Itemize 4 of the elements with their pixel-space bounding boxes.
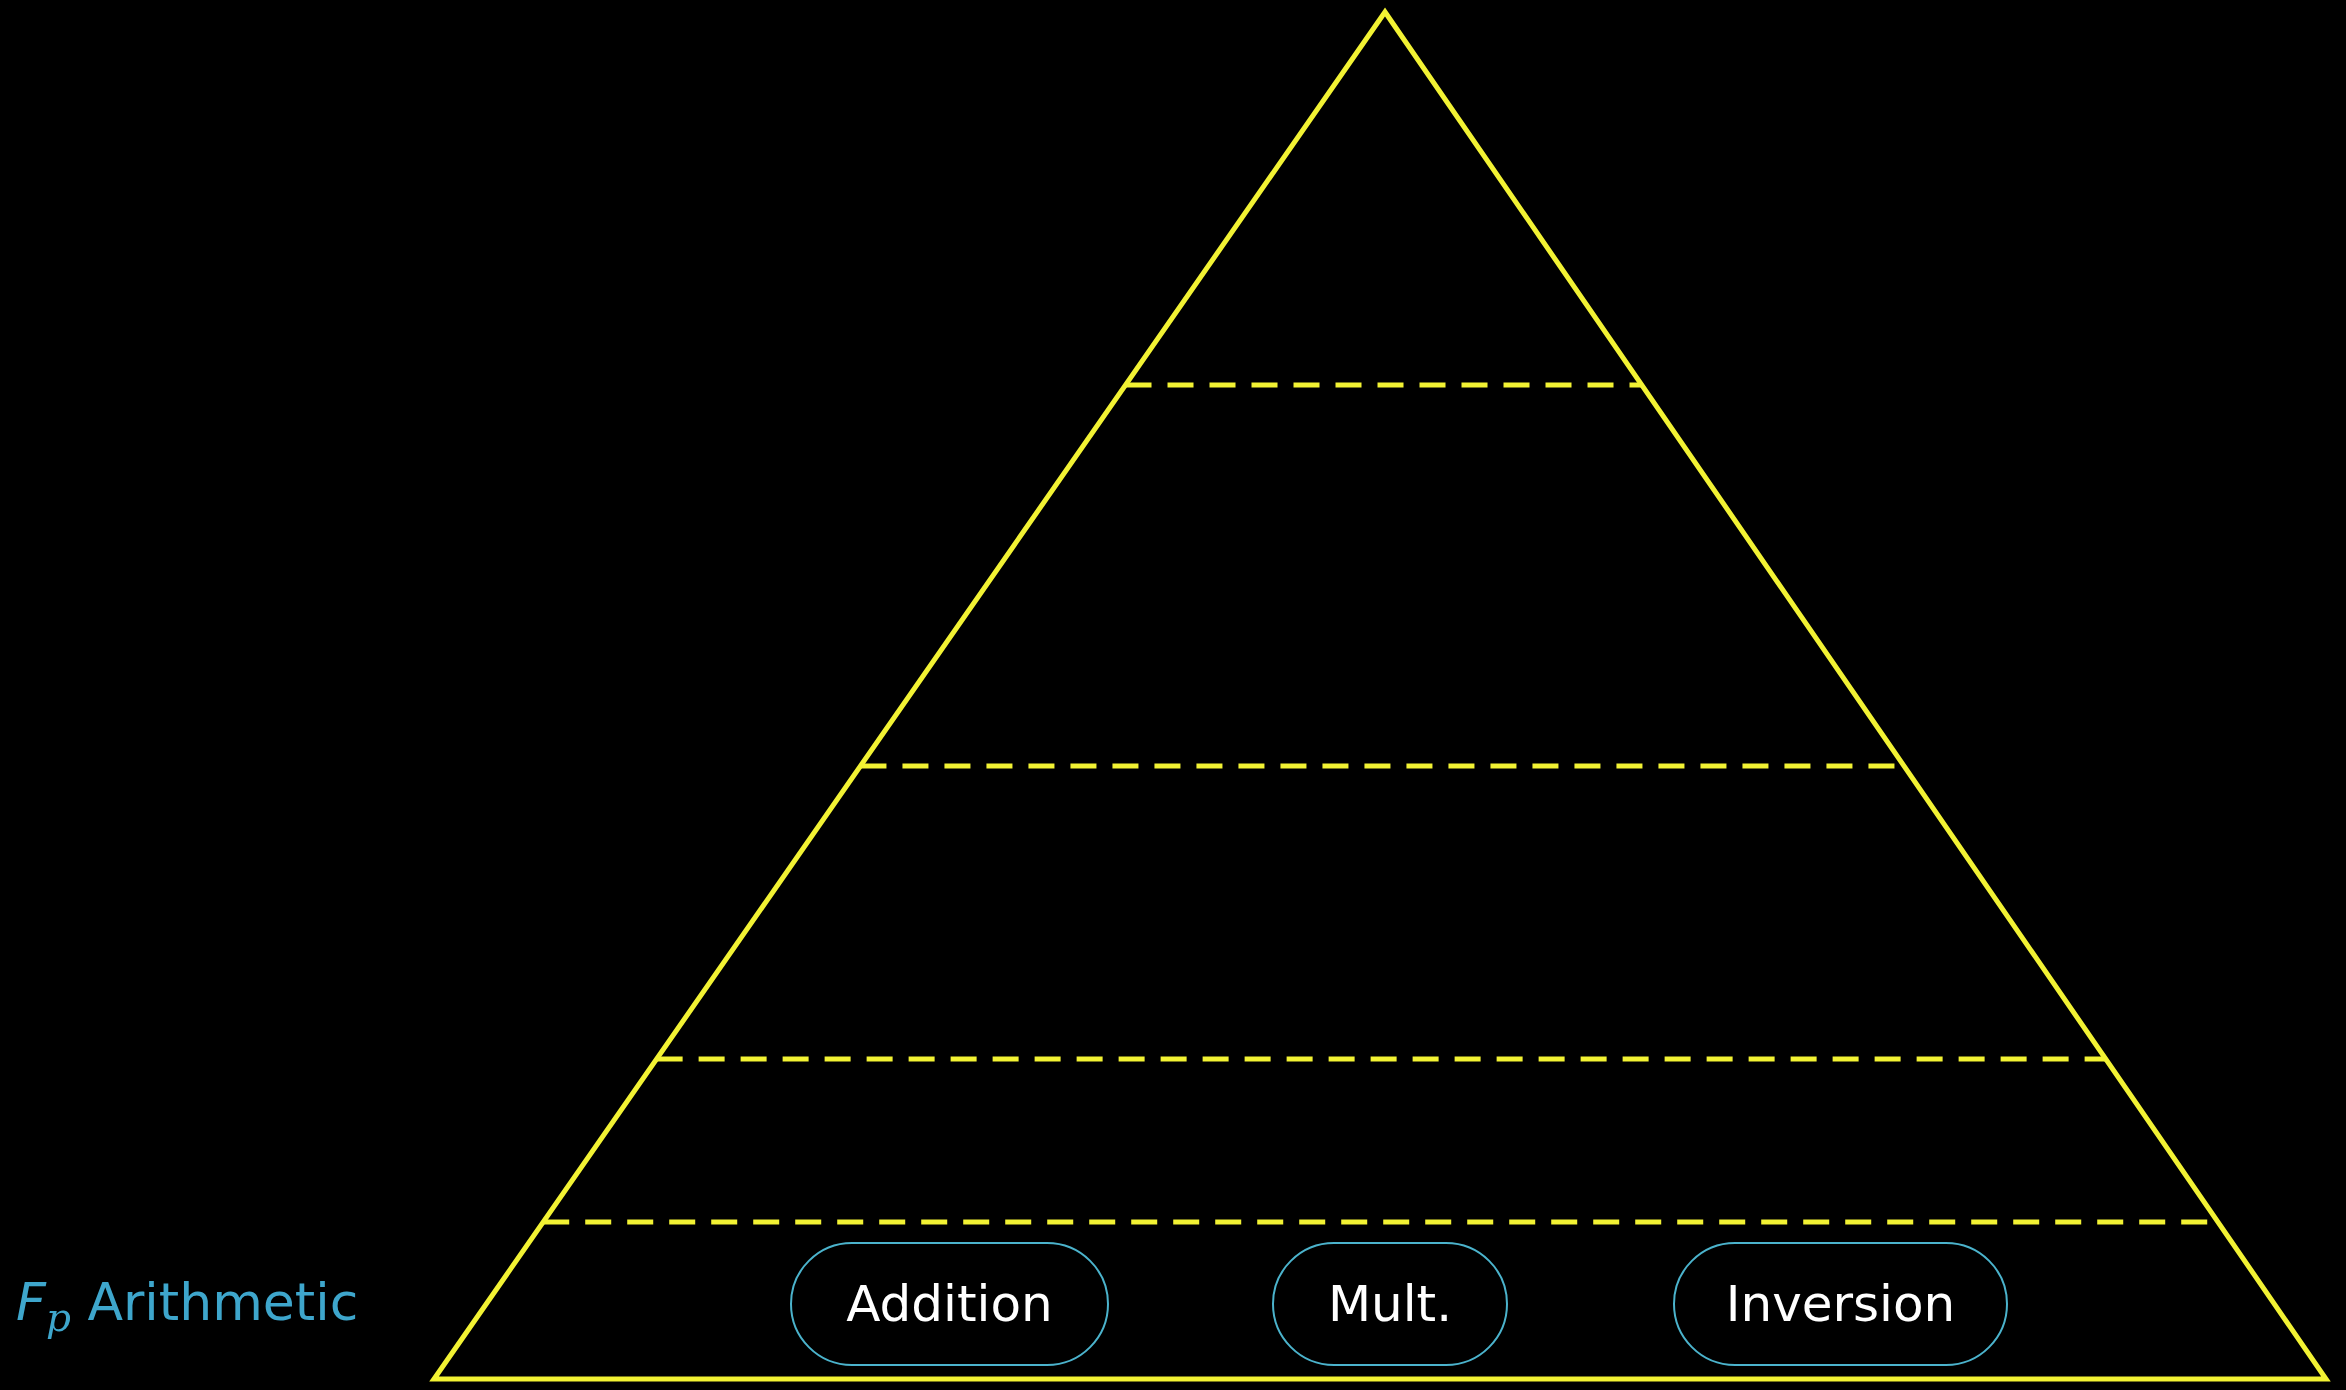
layer-label: F$_{p}$ Arithmetic: [16, 1272, 359, 1341]
operation-pill: Addition: [790, 1242, 1109, 1366]
operation-pill: Inversion: [1673, 1242, 2008, 1366]
operation-pill: Mult.: [1272, 1242, 1508, 1366]
